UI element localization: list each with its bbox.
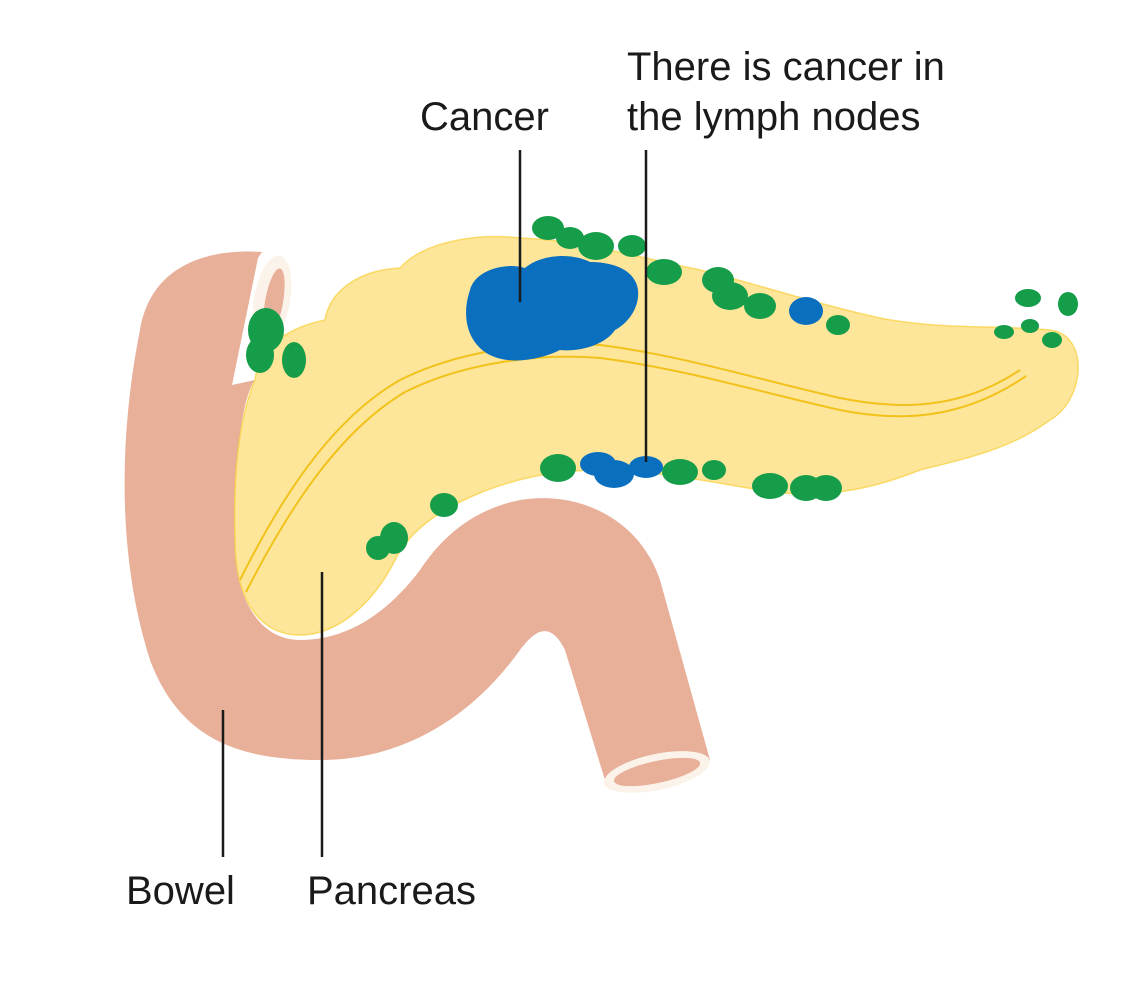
- healthy-lymph-nodes: [246, 216, 1078, 560]
- lymph-node: [430, 493, 458, 517]
- lymph-node: [578, 232, 614, 260]
- lymph-node: [556, 227, 584, 249]
- lymph-nodes-label-line-1: There is cancer in: [627, 45, 945, 89]
- lymph-node: [532, 216, 564, 240]
- lymph-node: [246, 337, 274, 373]
- lymph-node: [618, 235, 646, 257]
- lymph-node: [540, 454, 576, 482]
- leader-lines: [221, 150, 648, 857]
- lymph-node: [810, 475, 842, 501]
- cancer-label: Cancer: [420, 95, 549, 139]
- lymph-node: [1042, 332, 1062, 348]
- lymph-node: [702, 460, 726, 480]
- pancreas-label: Pancreas: [307, 869, 476, 913]
- lymph-nodes-label-line-2: the lymph nodes: [627, 95, 921, 139]
- tumour: [466, 256, 639, 361]
- lymph-node: [662, 459, 698, 485]
- pancreas-lobule-edge: [233, 235, 1079, 636]
- lymph-node: [1015, 289, 1041, 307]
- bowel-lower-opening-inner: [613, 757, 701, 787]
- cancer-lymph-nodes: [580, 297, 823, 488]
- pancreatic-duct: [239, 342, 1021, 581]
- lymph-node: [826, 315, 850, 335]
- lymph-node-cancer: [789, 297, 823, 325]
- pancreas-body: [234, 236, 1079, 635]
- lymph-node: [744, 293, 776, 319]
- lymph-node: [1058, 292, 1078, 316]
- pancreas: [233, 235, 1079, 636]
- pancreatic-duct-inner: [245, 355, 1027, 593]
- lymph-node: [646, 259, 682, 285]
- bowel-label: Bowel: [126, 869, 235, 913]
- bowel: [124, 251, 710, 781]
- lymph-node: [1021, 319, 1039, 333]
- lymph-node: [712, 282, 748, 310]
- lymph-node-cancer: [594, 460, 634, 488]
- lymph-node: [752, 473, 788, 499]
- lymph-node: [994, 325, 1014, 339]
- lymph-node: [282, 342, 306, 378]
- lymph-node-cancer: [629, 456, 663, 478]
- lymph-node: [366, 536, 390, 560]
